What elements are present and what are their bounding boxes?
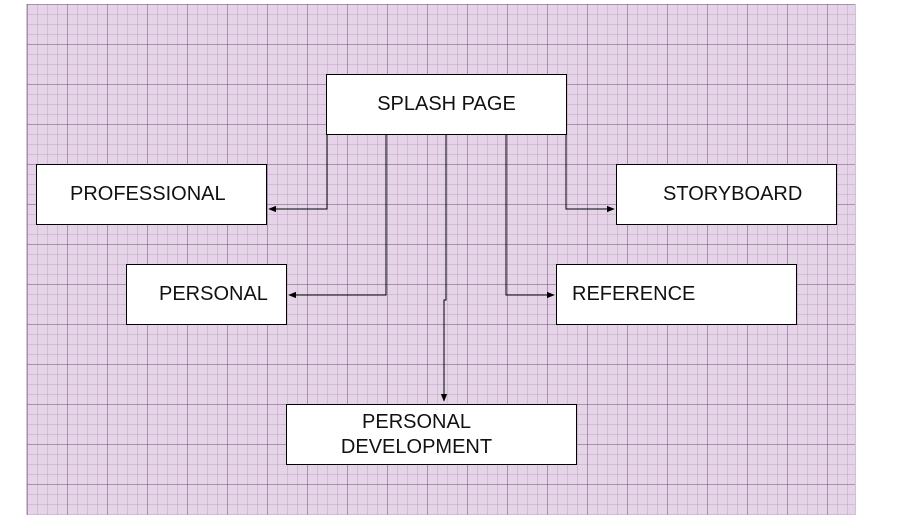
node-splash-page[interactable]: SPLASH PAGE (326, 74, 567, 135)
node-label: STORYBOARD (663, 183, 803, 205)
node-storyboard[interactable]: STORYBOARD (616, 164, 837, 225)
node-label: PERSONAL DEVELOPMENT (340, 410, 493, 458)
node-label: PERSONAL (159, 283, 268, 305)
node-professional[interactable]: PROFESSIONAL (36, 164, 267, 225)
node-label: REFERENCE (572, 283, 696, 305)
node-reference[interactable]: REFERENCE (556, 264, 797, 325)
node-label: SPLASH PAGE (377, 93, 516, 115)
node-label: PROFESSIONAL (70, 183, 226, 205)
node-personal[interactable]: PERSONAL (126, 264, 287, 325)
node-personal-development[interactable]: PERSONAL DEVELOPMENT (286, 404, 577, 465)
